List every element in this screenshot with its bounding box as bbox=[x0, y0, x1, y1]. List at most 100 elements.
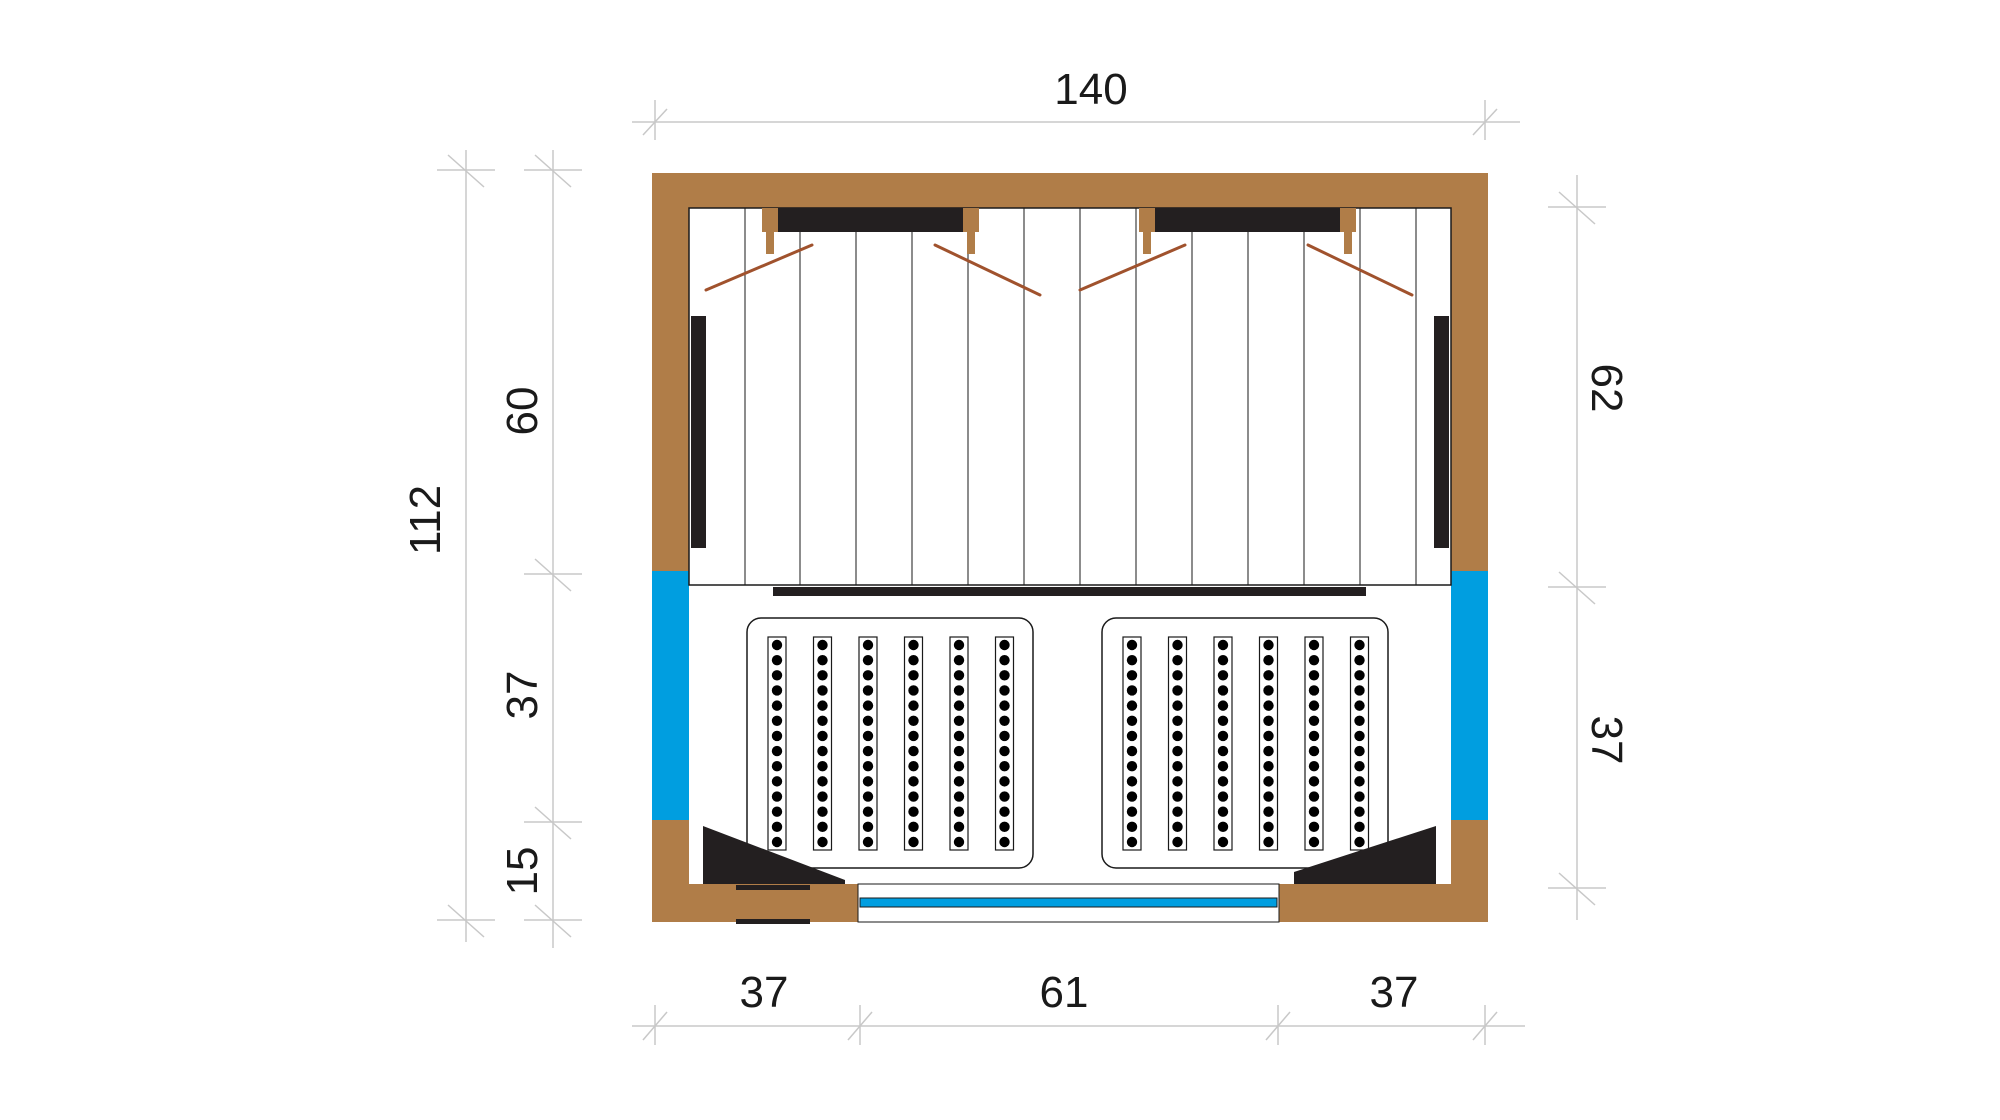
heater-dot bbox=[862, 670, 874, 681]
heater-element-column bbox=[903, 636, 924, 851]
heater-dot bbox=[953, 685, 965, 696]
heater-dot bbox=[817, 791, 828, 802]
heater-dot bbox=[999, 639, 1010, 651]
heater-dot bbox=[908, 685, 919, 696]
side-heater-left bbox=[691, 316, 706, 548]
heater-element-column bbox=[1213, 636, 1233, 851]
heater-dot bbox=[771, 821, 783, 833]
heater-dot bbox=[953, 821, 965, 833]
heater-dot bbox=[908, 715, 919, 726]
heater-dot bbox=[1263, 821, 1274, 833]
heater-dot bbox=[1354, 670, 1365, 681]
heater-dot bbox=[1308, 776, 1320, 787]
heater-dot bbox=[1308, 836, 1320, 848]
heater-dot bbox=[1354, 836, 1365, 848]
heater-dot bbox=[862, 654, 874, 666]
heater-dot bbox=[1354, 639, 1365, 651]
heater-dot bbox=[1217, 776, 1229, 787]
heater-dot bbox=[1308, 715, 1320, 726]
floor-heaters bbox=[746, 617, 1389, 869]
heater-dot bbox=[1354, 821, 1365, 833]
heater-dot bbox=[1308, 654, 1320, 666]
heater-dot bbox=[1172, 715, 1183, 726]
floor-heater-panel-left bbox=[746, 617, 1034, 869]
heater-dot bbox=[1308, 821, 1320, 833]
heater-dot bbox=[908, 639, 919, 651]
heater-dot bbox=[1263, 700, 1274, 711]
heater-element-column bbox=[812, 636, 833, 851]
heater-dot bbox=[1354, 685, 1365, 696]
heater-dot bbox=[862, 730, 874, 742]
heater-dot bbox=[1308, 791, 1320, 802]
heater-dot bbox=[1126, 745, 1138, 757]
heater-dot bbox=[1308, 761, 1320, 772]
dim-right-upper: 62 bbox=[1582, 364, 1631, 413]
heater-dot bbox=[1263, 730, 1274, 742]
heater-dot bbox=[1354, 776, 1365, 787]
back-heater-left bbox=[778, 208, 963, 232]
dim-left-lower: 15 bbox=[498, 847, 547, 896]
heater-dot bbox=[862, 639, 874, 651]
heater-dot bbox=[1217, 821, 1229, 833]
glass-panel-right bbox=[1451, 571, 1488, 820]
heater-dot bbox=[1172, 685, 1183, 696]
heater-dot bbox=[953, 654, 965, 666]
heater-dot bbox=[908, 836, 919, 848]
heater-dot bbox=[908, 806, 919, 817]
heater-dot bbox=[1263, 806, 1274, 817]
heater-dot bbox=[1172, 700, 1183, 711]
heater-dot bbox=[999, 685, 1010, 696]
heater-dot bbox=[1126, 715, 1138, 726]
heater-dot bbox=[817, 761, 828, 772]
cabin-walls bbox=[652, 173, 1488, 922]
heater-dot bbox=[771, 806, 783, 817]
heater-dot bbox=[1172, 761, 1183, 772]
heater-dot bbox=[1354, 700, 1365, 711]
heater-dot bbox=[999, 776, 1010, 787]
heater-element-column bbox=[767, 636, 787, 851]
heater-element-column bbox=[949, 636, 969, 851]
heater-dot bbox=[999, 836, 1010, 848]
wall-left-upper bbox=[652, 173, 689, 571]
heater-dot bbox=[1308, 730, 1320, 742]
heater-dot bbox=[817, 700, 828, 711]
heater-dot bbox=[1354, 806, 1365, 817]
heater-element-column bbox=[1304, 636, 1324, 851]
heater-dot bbox=[862, 806, 874, 817]
heater-dot bbox=[817, 639, 828, 651]
heater-dot bbox=[999, 821, 1010, 833]
heater-dot bbox=[999, 700, 1010, 711]
heater-dot bbox=[771, 761, 783, 772]
heater-dot bbox=[817, 685, 828, 696]
heater-dot bbox=[1263, 654, 1274, 666]
heater-dot bbox=[1217, 654, 1229, 666]
heater-dot bbox=[1217, 730, 1229, 742]
back-heater-right bbox=[1155, 208, 1340, 232]
heater-dot bbox=[908, 670, 919, 681]
heater-dot bbox=[1217, 806, 1229, 817]
door bbox=[857, 883, 1280, 923]
heater-dot bbox=[1354, 745, 1365, 757]
heater-dot bbox=[771, 836, 783, 848]
heater-dot bbox=[999, 791, 1010, 802]
heater-dot bbox=[817, 730, 828, 742]
heater-dot bbox=[1308, 745, 1320, 757]
dim-bottom-left: 37 bbox=[740, 968, 789, 1017]
heater-dot bbox=[1217, 685, 1229, 696]
door-glass bbox=[859, 897, 1278, 908]
heater-dot bbox=[1263, 836, 1274, 848]
wall-right-upper bbox=[1451, 173, 1488, 571]
dimension-lines bbox=[437, 100, 1606, 1045]
bench bbox=[688, 207, 1452, 586]
heater-dot bbox=[1308, 685, 1320, 696]
heater-dot bbox=[862, 836, 874, 848]
heater-dot bbox=[862, 821, 874, 833]
heater-dot bbox=[862, 700, 874, 711]
heater-dot bbox=[1217, 761, 1229, 772]
heater-dot bbox=[1263, 791, 1274, 802]
heater-dot bbox=[1172, 654, 1183, 666]
wall-bottom-right bbox=[1279, 884, 1488, 922]
heater-dot bbox=[1172, 639, 1183, 651]
heater-dot bbox=[771, 745, 783, 757]
